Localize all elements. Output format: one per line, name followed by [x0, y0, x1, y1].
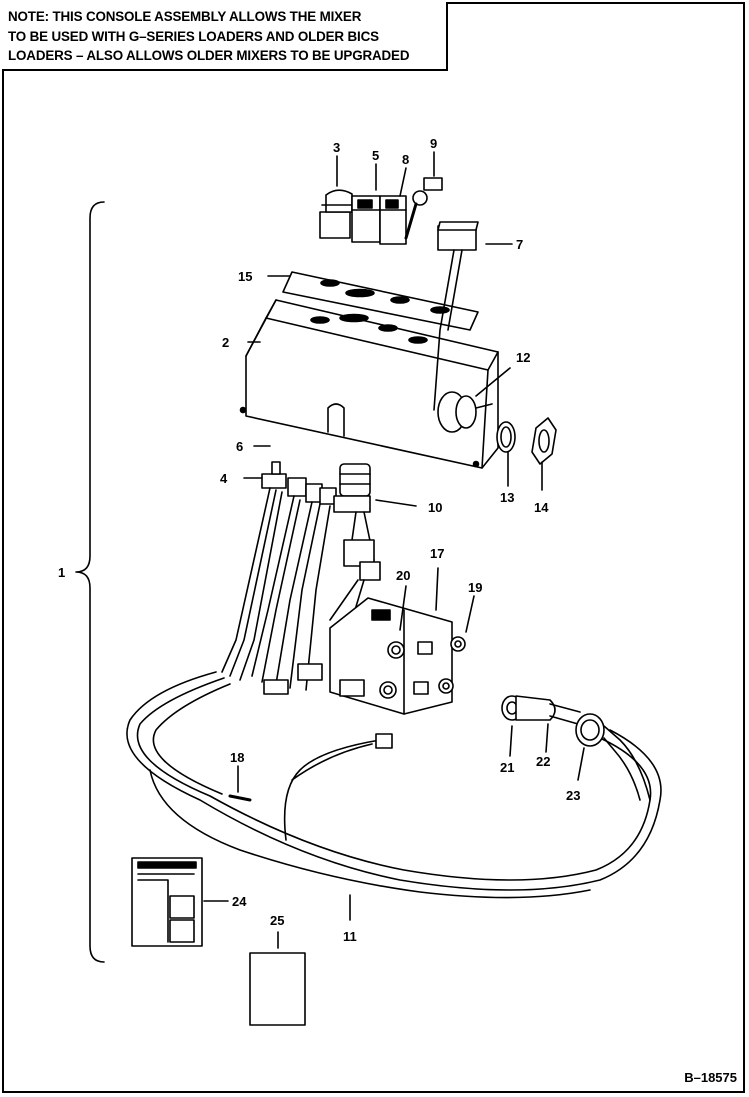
note-box: NOTE: THIS CONSOLE ASSEMBLY ALLOWS THE M…	[2, 2, 448, 71]
callout-19: 19	[468, 580, 482, 595]
callout-11: 11	[343, 929, 357, 944]
callout-1: 1	[58, 565, 65, 580]
connector-part-23	[575, 713, 651, 801]
callout-7: 7	[516, 237, 523, 252]
callout-6: 6	[236, 439, 243, 454]
callout-17: 17	[430, 546, 444, 561]
callout-24: 24	[232, 894, 247, 909]
drawing-number: B–18575	[684, 1070, 737, 1085]
callout-23: 23	[566, 788, 580, 803]
manual-part-25	[249, 952, 306, 1026]
callout-2: 2	[222, 335, 229, 350]
callout-15: 15	[238, 269, 252, 284]
callout-8: 8	[402, 152, 409, 167]
grommet-part-10	[333, 463, 371, 513]
callout-5: 5	[372, 148, 379, 163]
washer-part-19	[438, 636, 466, 694]
callout-21: 21	[500, 760, 514, 775]
harness-cable-part-11	[126, 671, 662, 899]
connector-part-22	[515, 695, 581, 725]
plug-part-7	[433, 221, 479, 411]
bracket-item-1	[75, 201, 105, 963]
callout-9: 9	[430, 136, 437, 151]
tie-part-18	[228, 794, 252, 802]
callout-3: 3	[333, 140, 340, 155]
callout-14: 14	[534, 500, 549, 515]
switch-part-5	[351, 195, 381, 243]
callout-25: 25	[270, 913, 284, 928]
light-part-12	[437, 391, 493, 433]
callout-10: 10	[428, 500, 442, 515]
callout-13: 13	[500, 490, 514, 505]
callout-4: 4	[220, 471, 228, 486]
connector-block-part-4	[261, 461, 337, 505]
leader-lines	[203, 151, 585, 949]
note-line-1: NOTE: THIS CONSOLE ASSEMBLY ALLOWS THE M…	[8, 9, 362, 24]
decal-part-24	[131, 857, 203, 947]
switch-part-3	[319, 189, 353, 239]
note-line-2: TO BE USED WITH G–SERIES LOADERS AND OLD…	[8, 28, 379, 44]
switch-part-8	[379, 195, 407, 245]
callout-20: 20	[396, 568, 410, 583]
ring-part-13	[496, 421, 516, 453]
harness-bundle	[221, 487, 381, 691]
callout-22: 22	[536, 754, 550, 769]
note-line-3: LOADERS – ALSO ALLOWS OLDER MIXERS TO BE…	[8, 48, 410, 63]
callout-12: 12	[516, 350, 530, 365]
key-part-9	[404, 177, 443, 240]
nut-part-14	[531, 417, 557, 465]
controller-part-17	[263, 597, 453, 715]
callout-18: 18	[230, 750, 244, 765]
